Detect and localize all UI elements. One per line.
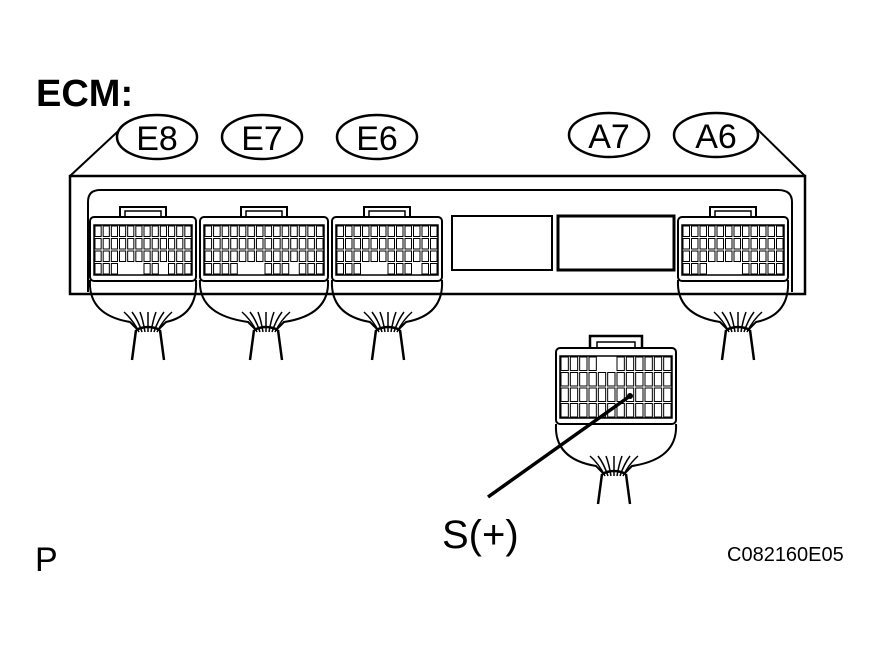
- connector-label-e6: E6: [335, 113, 419, 161]
- connector-e7: [199, 206, 329, 282]
- label-e8: E8: [136, 120, 178, 158]
- harness-tail: [88, 279, 198, 361]
- corner-letter: P: [35, 541, 58, 579]
- empty-sockets: [451, 214, 676, 272]
- connector-label-e7: E7: [220, 113, 304, 161]
- diagram-title: ECM:: [36, 73, 133, 115]
- connector-e6: [331, 206, 443, 282]
- connector-label-a6: A6: [672, 111, 760, 159]
- wire-harnesses: [88, 279, 790, 505]
- connector-a7-mating: [555, 334, 677, 425]
- connector-e8: [89, 206, 197, 282]
- connector-a6: [677, 206, 789, 282]
- connector-a7-pins: [555, 347, 677, 425]
- harness-tail: [198, 279, 330, 361]
- harness-tail: [554, 423, 678, 505]
- terminal-pointer-line: [486, 394, 632, 499]
- connector-label-e8: E8: [115, 113, 199, 161]
- label-e6: E6: [356, 120, 398, 158]
- terminal-label: S(+): [442, 513, 519, 557]
- harness-tail: [676, 279, 790, 361]
- connector-bodies: [89, 206, 789, 425]
- label-a7: A7: [588, 118, 630, 156]
- label-e7: E7: [241, 120, 283, 158]
- connector-label-a7: A7: [567, 111, 651, 159]
- figure-code: C082160E05: [727, 544, 844, 566]
- terminal-point: [627, 393, 633, 399]
- label-a6: A6: [695, 118, 737, 156]
- harness-tail: [330, 279, 444, 361]
